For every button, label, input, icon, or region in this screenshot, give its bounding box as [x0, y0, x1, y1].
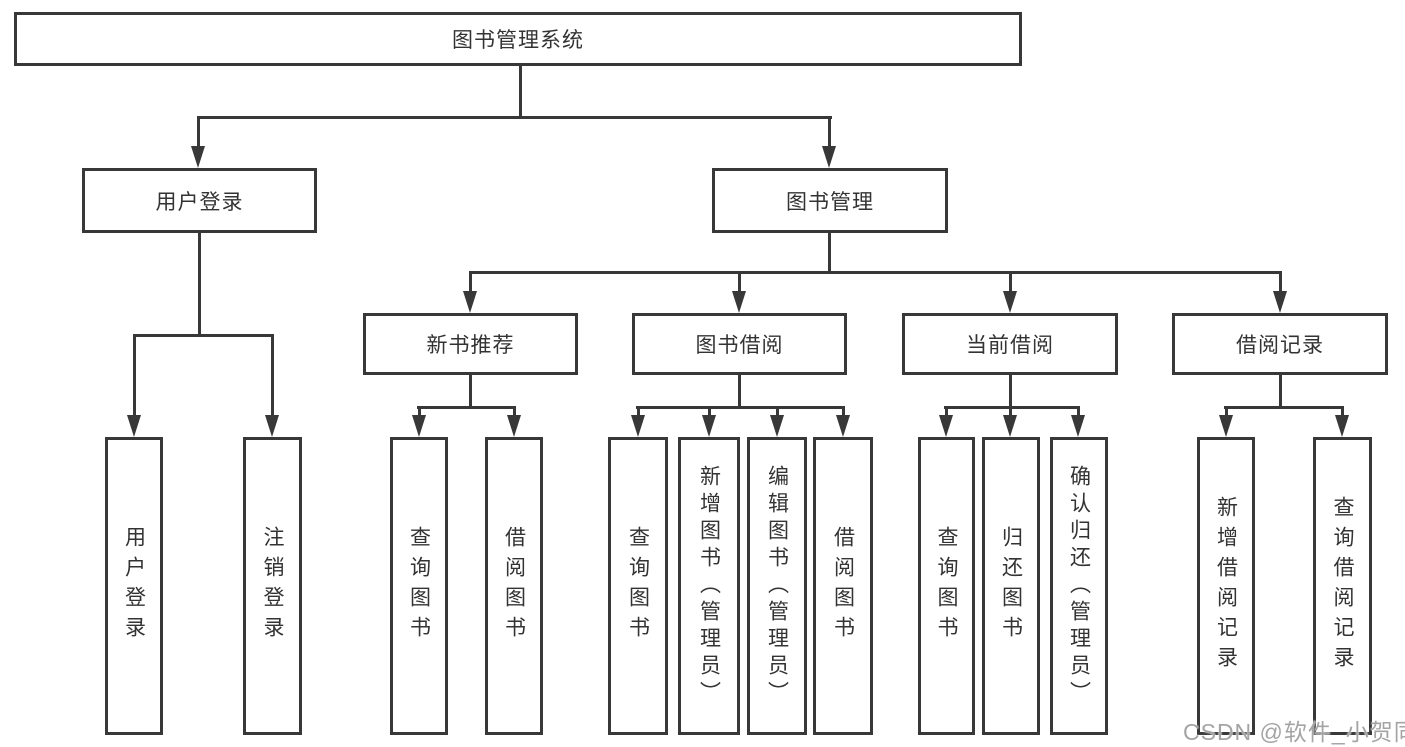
connector-leaf: [418, 406, 421, 420]
leaf-user-login: 用户登录: [105, 437, 163, 735]
connector-user-login-bus: [133, 334, 274, 337]
arrow-down-icon: [702, 415, 716, 437]
leaf-label: 查询借阅记录: [1331, 496, 1354, 676]
connector-current-borrow-stem: [1009, 375, 1012, 409]
arrow-down-icon: [732, 291, 746, 313]
leaf-edit-book-admin: 编辑图书（管理员）: [747, 437, 807, 735]
leaf-label: 借阅图书: [502, 526, 526, 646]
leaf-borrow-books-recommend: 借阅图书: [485, 437, 543, 735]
leaf-add-book-admin: 新增图书（管理员）: [678, 437, 740, 735]
leaf-add-borrow-record: 新增借阅记录: [1197, 437, 1255, 735]
connector-new-book-bus: [417, 406, 516, 409]
node-label: 图书借阅: [695, 334, 784, 357]
connector-to-borrow-records: [1279, 271, 1282, 295]
leaf-label: 编辑图书（管理员）: [765, 464, 789, 708]
leaf-label: 查询图书: [935, 526, 958, 646]
connector-to-current-borrow: [1009, 271, 1012, 295]
node-borrowing-records: 借阅记录: [1172, 313, 1388, 375]
leaf-label: 归还图书: [999, 526, 1023, 646]
node-label: 新书推荐: [426, 334, 515, 357]
node-library-management-system: 图书管理系统: [14, 12, 1022, 66]
leaf-label: 查询图书: [626, 526, 650, 646]
leaf-borrow-books-borrow: 借阅图书: [813, 437, 873, 735]
connector-root-stem: [519, 63, 522, 118]
node-label: 用户登录: [155, 190, 244, 214]
arrow-down-icon: [507, 415, 521, 437]
arrow-down-icon: [265, 415, 279, 437]
node-label: 图书管理系统: [452, 29, 584, 52]
connector-book-borrow-stem: [738, 375, 741, 409]
connector-current-borrow-bus: [944, 406, 1080, 409]
connector-leaf: [776, 406, 779, 420]
node-new-book-recommend: 新书推荐: [363, 313, 578, 375]
arrow-down-icon: [631, 415, 645, 437]
connector-to-leaf-logout: [271, 334, 274, 418]
leaf-label: 用户登录: [122, 526, 146, 646]
arrow-down-icon: [1273, 291, 1287, 313]
node-label: 借阅记录: [1236, 334, 1324, 357]
arrow-down-icon: [822, 146, 836, 168]
arrow-down-icon: [939, 415, 953, 437]
arrow-down-icon: [127, 415, 141, 437]
leaf-label: 借阅图书: [831, 526, 855, 646]
leaf-query-books-recommend: 查询图书: [390, 437, 448, 735]
connector-leaf: [708, 406, 711, 420]
arrow-down-icon: [836, 415, 850, 437]
connector-book-mgmt-bus: [469, 271, 1282, 274]
connector-new-book-stem: [469, 375, 472, 409]
node-current-borrowing: 当前借阅: [902, 313, 1118, 375]
leaf-confirm-return-admin: 确认归还（管理员）: [1050, 437, 1108, 735]
csdn-watermark: CSDN @软件_小贺同学: [1183, 719, 1405, 745]
connector-leaf: [637, 406, 640, 420]
connector-leaf: [1077, 406, 1080, 420]
connector-to-new-book: [469, 271, 472, 295]
arrow-down-icon: [1003, 415, 1017, 437]
connector-leaf: [1225, 406, 1228, 420]
connector-leaf: [1341, 406, 1344, 420]
node-label: 图书管理: [786, 190, 874, 214]
arrow-down-icon: [1219, 415, 1233, 437]
connector-to-user-login: [197, 116, 200, 148]
node-label: 当前借阅: [966, 334, 1054, 357]
connector-leaf: [513, 406, 516, 420]
connector-to-book-management: [828, 116, 831, 148]
arrow-down-icon: [412, 415, 426, 437]
leaf-query-books-current: 查询图书: [918, 437, 975, 735]
leaf-query-books-borrow: 查询图书: [608, 437, 668, 735]
connector-to-leaf-user-login: [133, 334, 136, 418]
arrow-down-icon: [1003, 291, 1017, 313]
connector-root-bus: [197, 116, 832, 119]
leaf-label: 确认归还（管理员）: [1067, 464, 1091, 708]
leaf-label: 新增借阅记录: [1214, 496, 1238, 676]
connector-leaf: [842, 406, 845, 420]
leaf-label: 新增图书（管理员）: [697, 464, 721, 708]
arrow-down-icon: [463, 291, 477, 313]
connector-book-borrow-bus: [636, 406, 844, 409]
leaf-logout: 注销登录: [243, 437, 302, 735]
arrow-down-icon: [191, 146, 205, 168]
connector-leaf: [945, 406, 948, 420]
leaf-query-borrow-record: 查询借阅记录: [1313, 437, 1372, 735]
leaf-label: 注销登录: [261, 526, 284, 646]
connector-borrow-records-stem: [1279, 375, 1282, 409]
arrow-down-icon: [770, 415, 784, 437]
connector-user-login-stem: [198, 233, 201, 337]
connector-book-mgmt-stem: [828, 233, 831, 274]
node-book-borrowing: 图书借阅: [632, 313, 847, 375]
arrow-down-icon: [1335, 415, 1349, 437]
node-user-login: 用户登录: [82, 168, 317, 233]
connector-to-book-borrow: [738, 271, 741, 295]
connector-borrow-records-bus: [1224, 406, 1344, 409]
arrow-down-icon: [1071, 415, 1085, 437]
leaf-return-book: 归还图书: [982, 437, 1040, 735]
leaf-label: 查询图书: [407, 526, 431, 646]
node-book-management: 图书管理: [712, 168, 948, 233]
connector-leaf: [1009, 406, 1012, 420]
